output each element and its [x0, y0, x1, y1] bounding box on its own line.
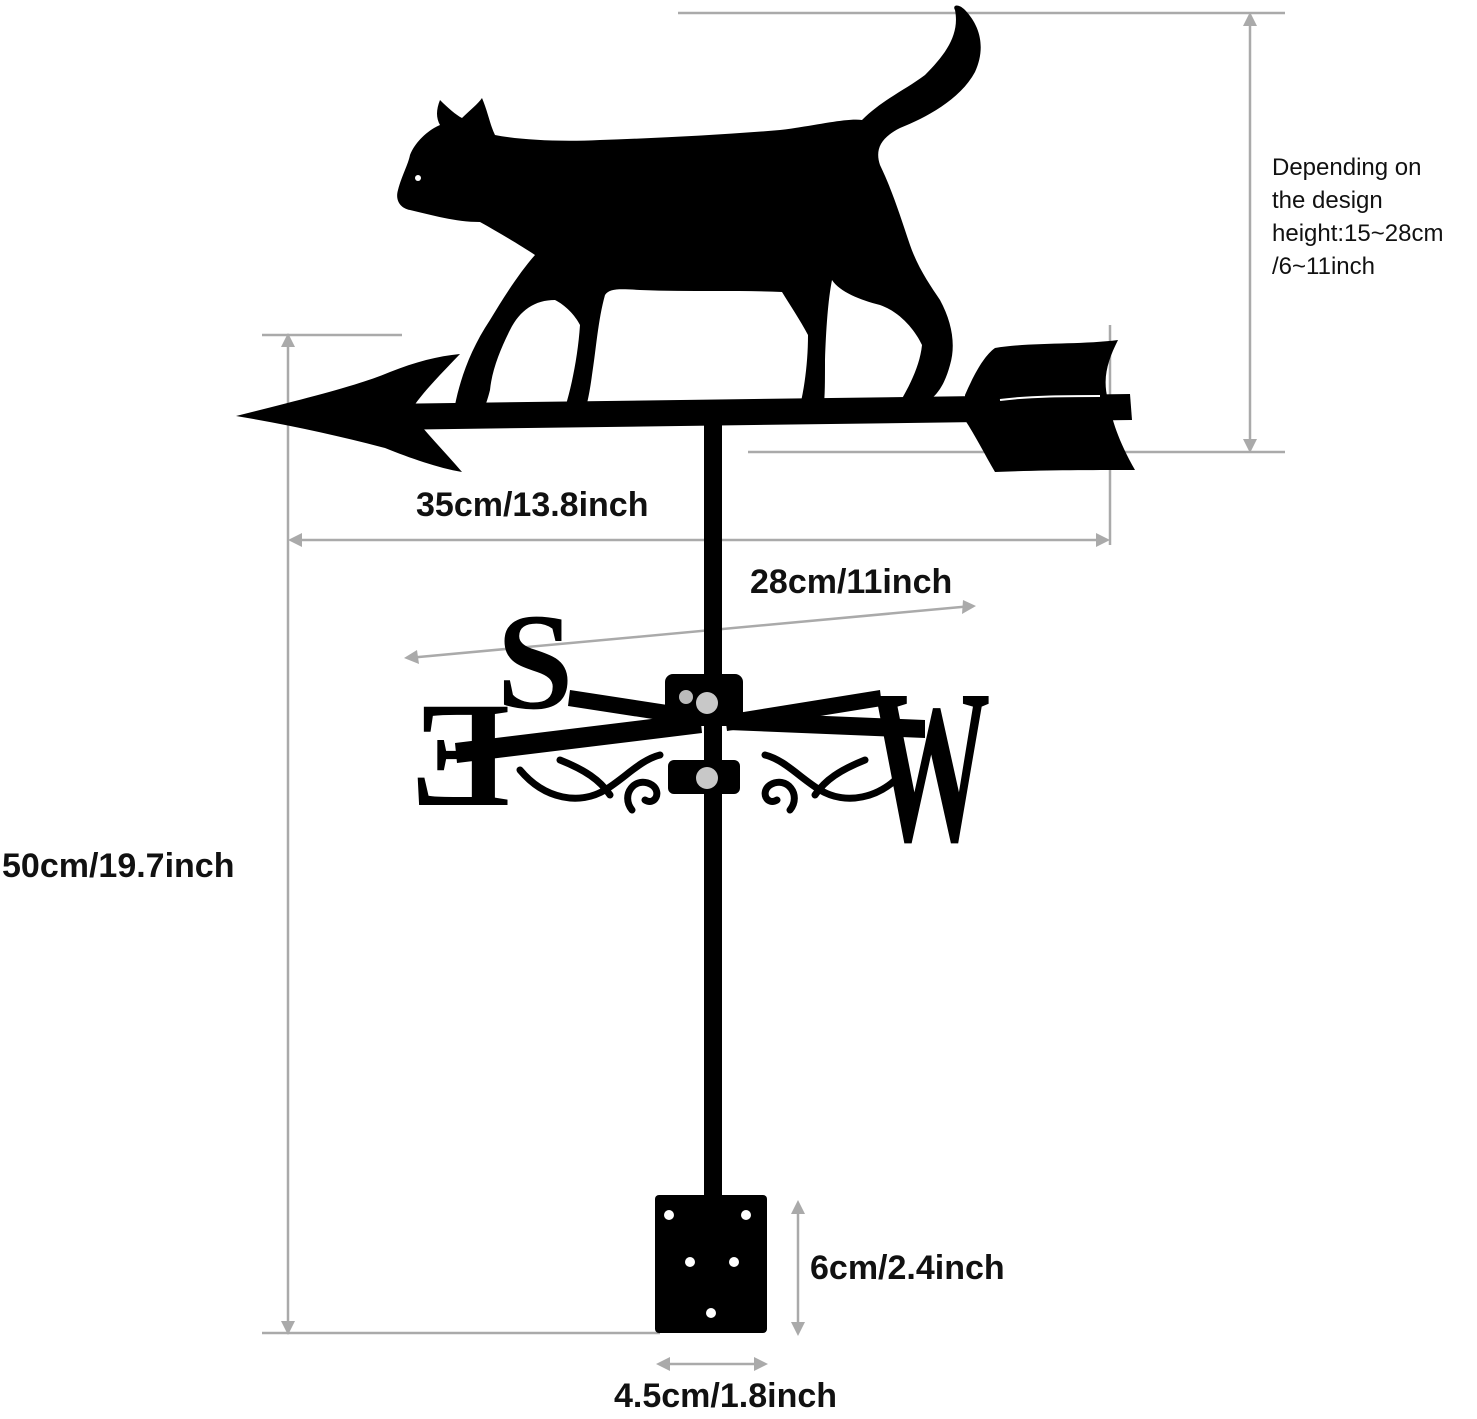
compass-letter-west: W [870, 645, 991, 888]
figure-height-note-line: the design [1272, 187, 1383, 214]
bracket-height-label: 6cm/2.4inch [810, 1249, 1005, 1287]
arrowhead [1243, 439, 1257, 453]
figure-height-note: Depending on the design height:15~28cm /… [1272, 154, 1443, 280]
total-height-label: 50cm/19.7inch [2, 847, 234, 885]
arrowhead [1243, 12, 1257, 26]
figure-height-note-line: /6~11inch [1272, 253, 1375, 280]
bracket-hole [664, 1210, 674, 1220]
cat-eye-icon [415, 175, 421, 181]
mounting-bracket [655, 1195, 767, 1333]
scroll-left-curl [624, 779, 661, 814]
arrowhead [281, 333, 295, 347]
compass-letter-east-text: E [410, 672, 510, 838]
compass-letter-south: S [497, 585, 574, 738]
arrow-tail [965, 340, 1135, 472]
arrowhead [281, 1321, 295, 1335]
compass-span-line [407, 604, 973, 660]
arrow-head [236, 354, 462, 472]
compass-arm-back-right [725, 690, 882, 731]
arrowhead [791, 1200, 805, 1214]
pole [704, 418, 722, 1298]
dimension-lines [262, 11, 1285, 1366]
bracket-hole [729, 1257, 739, 1267]
arrowhead [404, 650, 419, 664]
dimension-arrowheads [281, 12, 1257, 1371]
bracket-hole [685, 1257, 695, 1267]
bolt-icon [696, 767, 718, 789]
cat-silhouette [397, 5, 981, 410]
arrow-length-label: 35cm/13.8inch [416, 486, 648, 524]
arrowhead [656, 1357, 670, 1371]
figure-height-note-line: height:15~28cm [1272, 220, 1443, 247]
compass-span-label: 28cm/11inch [750, 563, 952, 601]
scroll-left-wing [556, 756, 614, 799]
scroll-right-curl [761, 779, 798, 814]
figure-height-note-line: Depending on [1272, 154, 1421, 181]
scroll-right-wing [811, 756, 869, 799]
ornament-scrolls [516, 751, 909, 814]
arrow-tail-groove [999, 395, 1101, 401]
weathervane: S E W [236, 5, 1135, 1333]
bracket-width-label: 4.5cm/1.8inch [614, 1377, 837, 1415]
bolt-icon [696, 692, 718, 714]
arrowhead [962, 600, 976, 614]
compass-letter-east: E [410, 672, 510, 838]
bracket-hole [706, 1308, 716, 1318]
arrowhead [754, 1357, 768, 1371]
arrowhead [288, 533, 302, 547]
bolt-icon [679, 690, 693, 704]
bracket-hole [741, 1210, 751, 1220]
compass-arm-south-east [455, 713, 702, 763]
arrowhead [1096, 533, 1110, 547]
bracket-plate [655, 1195, 767, 1333]
arrowhead [791, 1322, 805, 1336]
